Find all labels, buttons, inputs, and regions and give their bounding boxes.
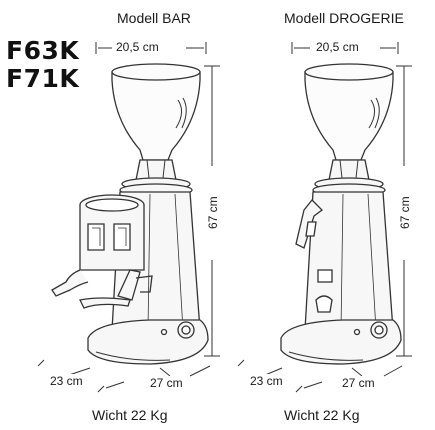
drogerie-dimensions	[237, 42, 412, 393]
bar-weight: Wicht 22 Kg	[92, 407, 168, 423]
drogerie-height-label: 67 cm	[398, 191, 412, 231]
bar-dimensions	[37, 42, 220, 393]
drogerie-base-depth-left: 23 cm	[248, 374, 285, 388]
bar-hopper	[111, 71, 201, 161]
drogerie-base-depth-right: 27 cm	[340, 376, 377, 390]
bar-width-label: 20,5 cm	[114, 40, 161, 54]
bar-model-title: Modell BAR	[117, 10, 191, 26]
drogerie-grinder-illustration	[280, 63, 402, 365]
drogerie-hopper	[304, 71, 394, 161]
drogerie-width-label: 20,5 cm	[314, 40, 361, 54]
bar-base-depth-left: 23 cm	[48, 374, 85, 388]
bar-grinder-illustration	[51, 63, 209, 365]
drogerie-weight: Wicht 22 Kg	[284, 407, 360, 423]
drogerie-model-title: Modell DROGERIE	[284, 10, 404, 26]
bar-base-depth-right: 27 cm	[148, 376, 185, 390]
bar-height-label: 67 cm	[206, 191, 220, 231]
model-code-f71k: F71K	[6, 64, 80, 93]
model-code-f63k: F63K	[6, 36, 80, 65]
